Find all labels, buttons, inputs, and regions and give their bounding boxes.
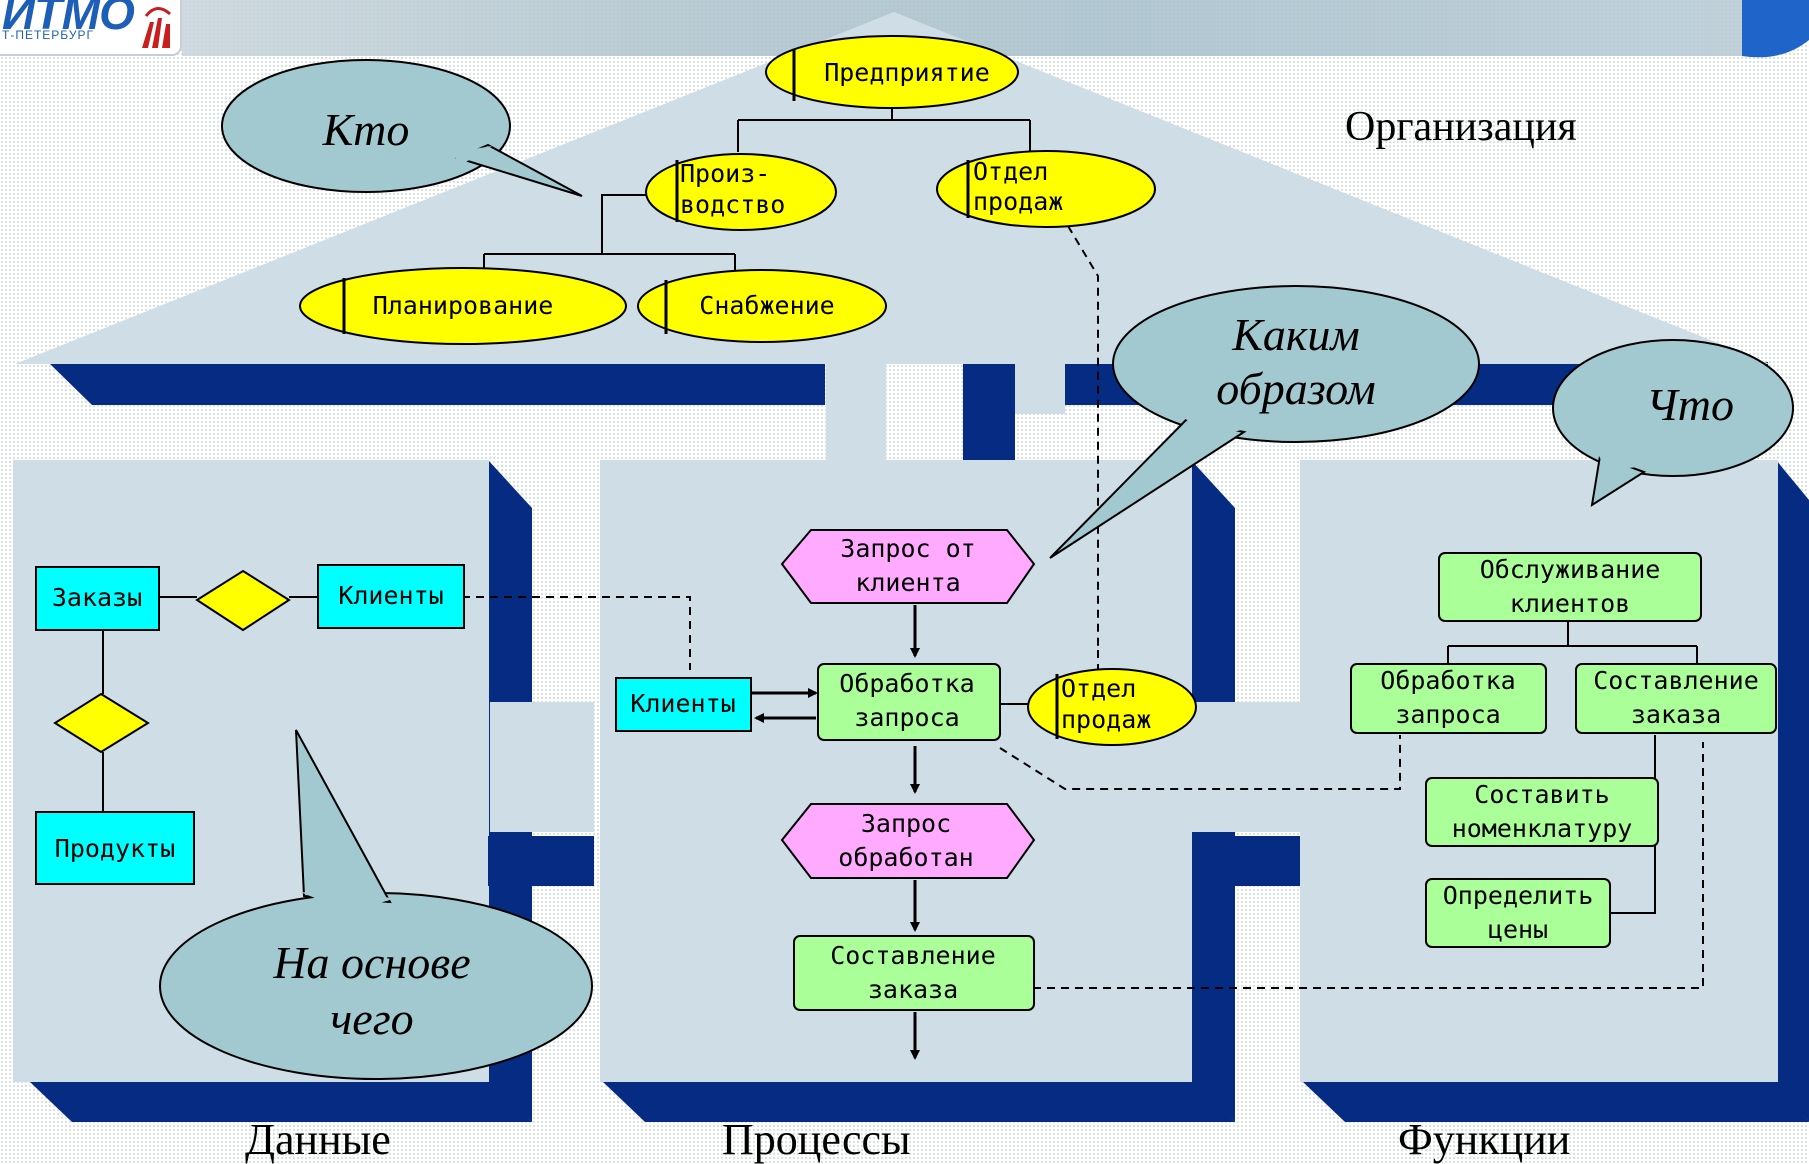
org-node-production: Произ- водство bbox=[645, 153, 837, 231]
event-request-done-line2: обработан bbox=[838, 843, 973, 872]
function-nomenclature-line2: номенклатуру bbox=[1452, 814, 1633, 843]
step-handle-request: Обработка запроса bbox=[817, 663, 1001, 741]
logo-wordmark: ИТМО bbox=[2, 0, 135, 39]
relation-orders-products bbox=[53, 692, 150, 754]
callout-who: Кто bbox=[221, 59, 583, 197]
callout-basis-line1: На основе bbox=[272, 937, 470, 988]
org-node-planning-label: Планирование bbox=[373, 291, 554, 320]
entity-products-label: Продукты bbox=[55, 834, 175, 863]
function-prices-line1: Определить bbox=[1443, 881, 1594, 910]
org-node-planning: Планирование bbox=[299, 267, 627, 345]
chimney-right bbox=[963, 364, 1065, 464]
logo-emblem-icon bbox=[142, 7, 172, 48]
process-clients-box: Клиенты bbox=[615, 677, 752, 732]
process-sales-dept-line1: Отдел bbox=[1061, 674, 1136, 703]
roof-shadow bbox=[48, 362, 825, 405]
function-compose-order: Составление заказа bbox=[1575, 663, 1777, 734]
data-model: Заказы Клиенты Продукты bbox=[35, 564, 465, 885]
step-compose-order-line2: заказа bbox=[868, 975, 958, 1004]
entity-products: Продукты bbox=[35, 811, 195, 885]
section-label-processes: Процессы bbox=[722, 1115, 911, 1164]
function-prices: Определить цены bbox=[1425, 878, 1611, 948]
callout-basis: На основе чего bbox=[159, 729, 593, 1080]
org-node-supply-label: Снабжение bbox=[699, 291, 834, 320]
org-node-enterprise-label: Предприятие bbox=[824, 58, 990, 87]
function-prices-line2: цены bbox=[1488, 915, 1548, 944]
step-compose-order-line1: Составление bbox=[830, 941, 996, 970]
function-handle-request-line1: Обработка bbox=[1380, 666, 1515, 695]
org-node-sales: Отдел продаж bbox=[936, 150, 1156, 228]
callout-what: Что bbox=[1552, 339, 1794, 508]
org-node-sales-line2: продаж bbox=[973, 187, 1063, 216]
org-node-enterprise: Предприятие bbox=[765, 35, 1019, 109]
section-label-organization: Организация bbox=[1345, 104, 1577, 150]
callout-who-text: Кто bbox=[322, 104, 410, 155]
org-node-supply: Снабжение bbox=[637, 269, 887, 343]
function-handle-request: Обработка запроса bbox=[1350, 663, 1547, 734]
banner-swoosh bbox=[1742, 0, 1809, 58]
step-handle-request-line1: Обработка bbox=[839, 669, 974, 698]
process-sales-dept-line2: продаж bbox=[1061, 705, 1151, 734]
event-request-done: Запрос обработан bbox=[780, 803, 1036, 879]
callout-how: Каким образом bbox=[1049, 285, 1480, 559]
function-nomenclature: Составить номенклатуру bbox=[1425, 777, 1659, 847]
event-client-request-line2: клиента bbox=[855, 568, 960, 597]
section-label-functions: Функции bbox=[1398, 1115, 1570, 1164]
event-client-request-line1: Запрос от bbox=[840, 534, 975, 563]
entity-orders: Заказы bbox=[35, 566, 160, 631]
callout-how-line2: образом bbox=[1216, 363, 1375, 414]
callout-what-text: Что bbox=[1646, 379, 1734, 430]
entity-clients-label: Клиенты bbox=[338, 581, 443, 610]
itmo-logo: ИТМО Т-ПЕТЕРБУРГ bbox=[0, 0, 182, 56]
org-node-production-line2: водство bbox=[680, 190, 785, 219]
callout-how-line1: Каким bbox=[1231, 309, 1359, 360]
function-compose-order-line1: Составление bbox=[1593, 666, 1759, 695]
org-node-production-line1: Произ- bbox=[680, 159, 770, 188]
function-customer-service-line1: Обслуживание bbox=[1480, 555, 1661, 584]
callout-basis-line2: чего bbox=[330, 993, 413, 1044]
function-nomenclature-line1: Составить bbox=[1474, 780, 1609, 809]
function-compose-order-line2: заказа bbox=[1631, 700, 1721, 729]
org-node-sales-line1: Отдел bbox=[973, 157, 1048, 186]
step-handle-request-line2: запроса bbox=[854, 703, 959, 732]
dashed-links bbox=[462, 225, 1704, 989]
logo-city: Т-ПЕТЕРБУРГ bbox=[2, 28, 95, 42]
entity-orders-label: Заказы bbox=[52, 583, 142, 612]
event-request-done-line1: Запрос bbox=[861, 809, 951, 838]
section-label-data: Данные bbox=[245, 1115, 391, 1164]
chimney-left bbox=[826, 364, 886, 464]
function-customer-service: Обслуживание клиентов bbox=[1438, 552, 1702, 622]
function-tree: Обслуживание клиентов Обработка запроса … bbox=[1350, 552, 1777, 948]
event-client-request: Запрос от клиента bbox=[780, 529, 1036, 604]
process-flow: Запрос от клиента Клиенты Обработка запр… bbox=[615, 529, 1197, 1060]
function-handle-request-line2: запроса bbox=[1395, 700, 1500, 729]
relation-orders-clients bbox=[195, 569, 291, 632]
process-clients-label: Клиенты bbox=[630, 689, 735, 718]
entity-clients: Клиенты bbox=[317, 564, 465, 629]
step-compose-order: Составление заказа bbox=[793, 935, 1035, 1011]
process-sales-dept: Отдел продаж bbox=[1027, 668, 1197, 746]
function-customer-service-line2: клиентов bbox=[1510, 589, 1630, 618]
